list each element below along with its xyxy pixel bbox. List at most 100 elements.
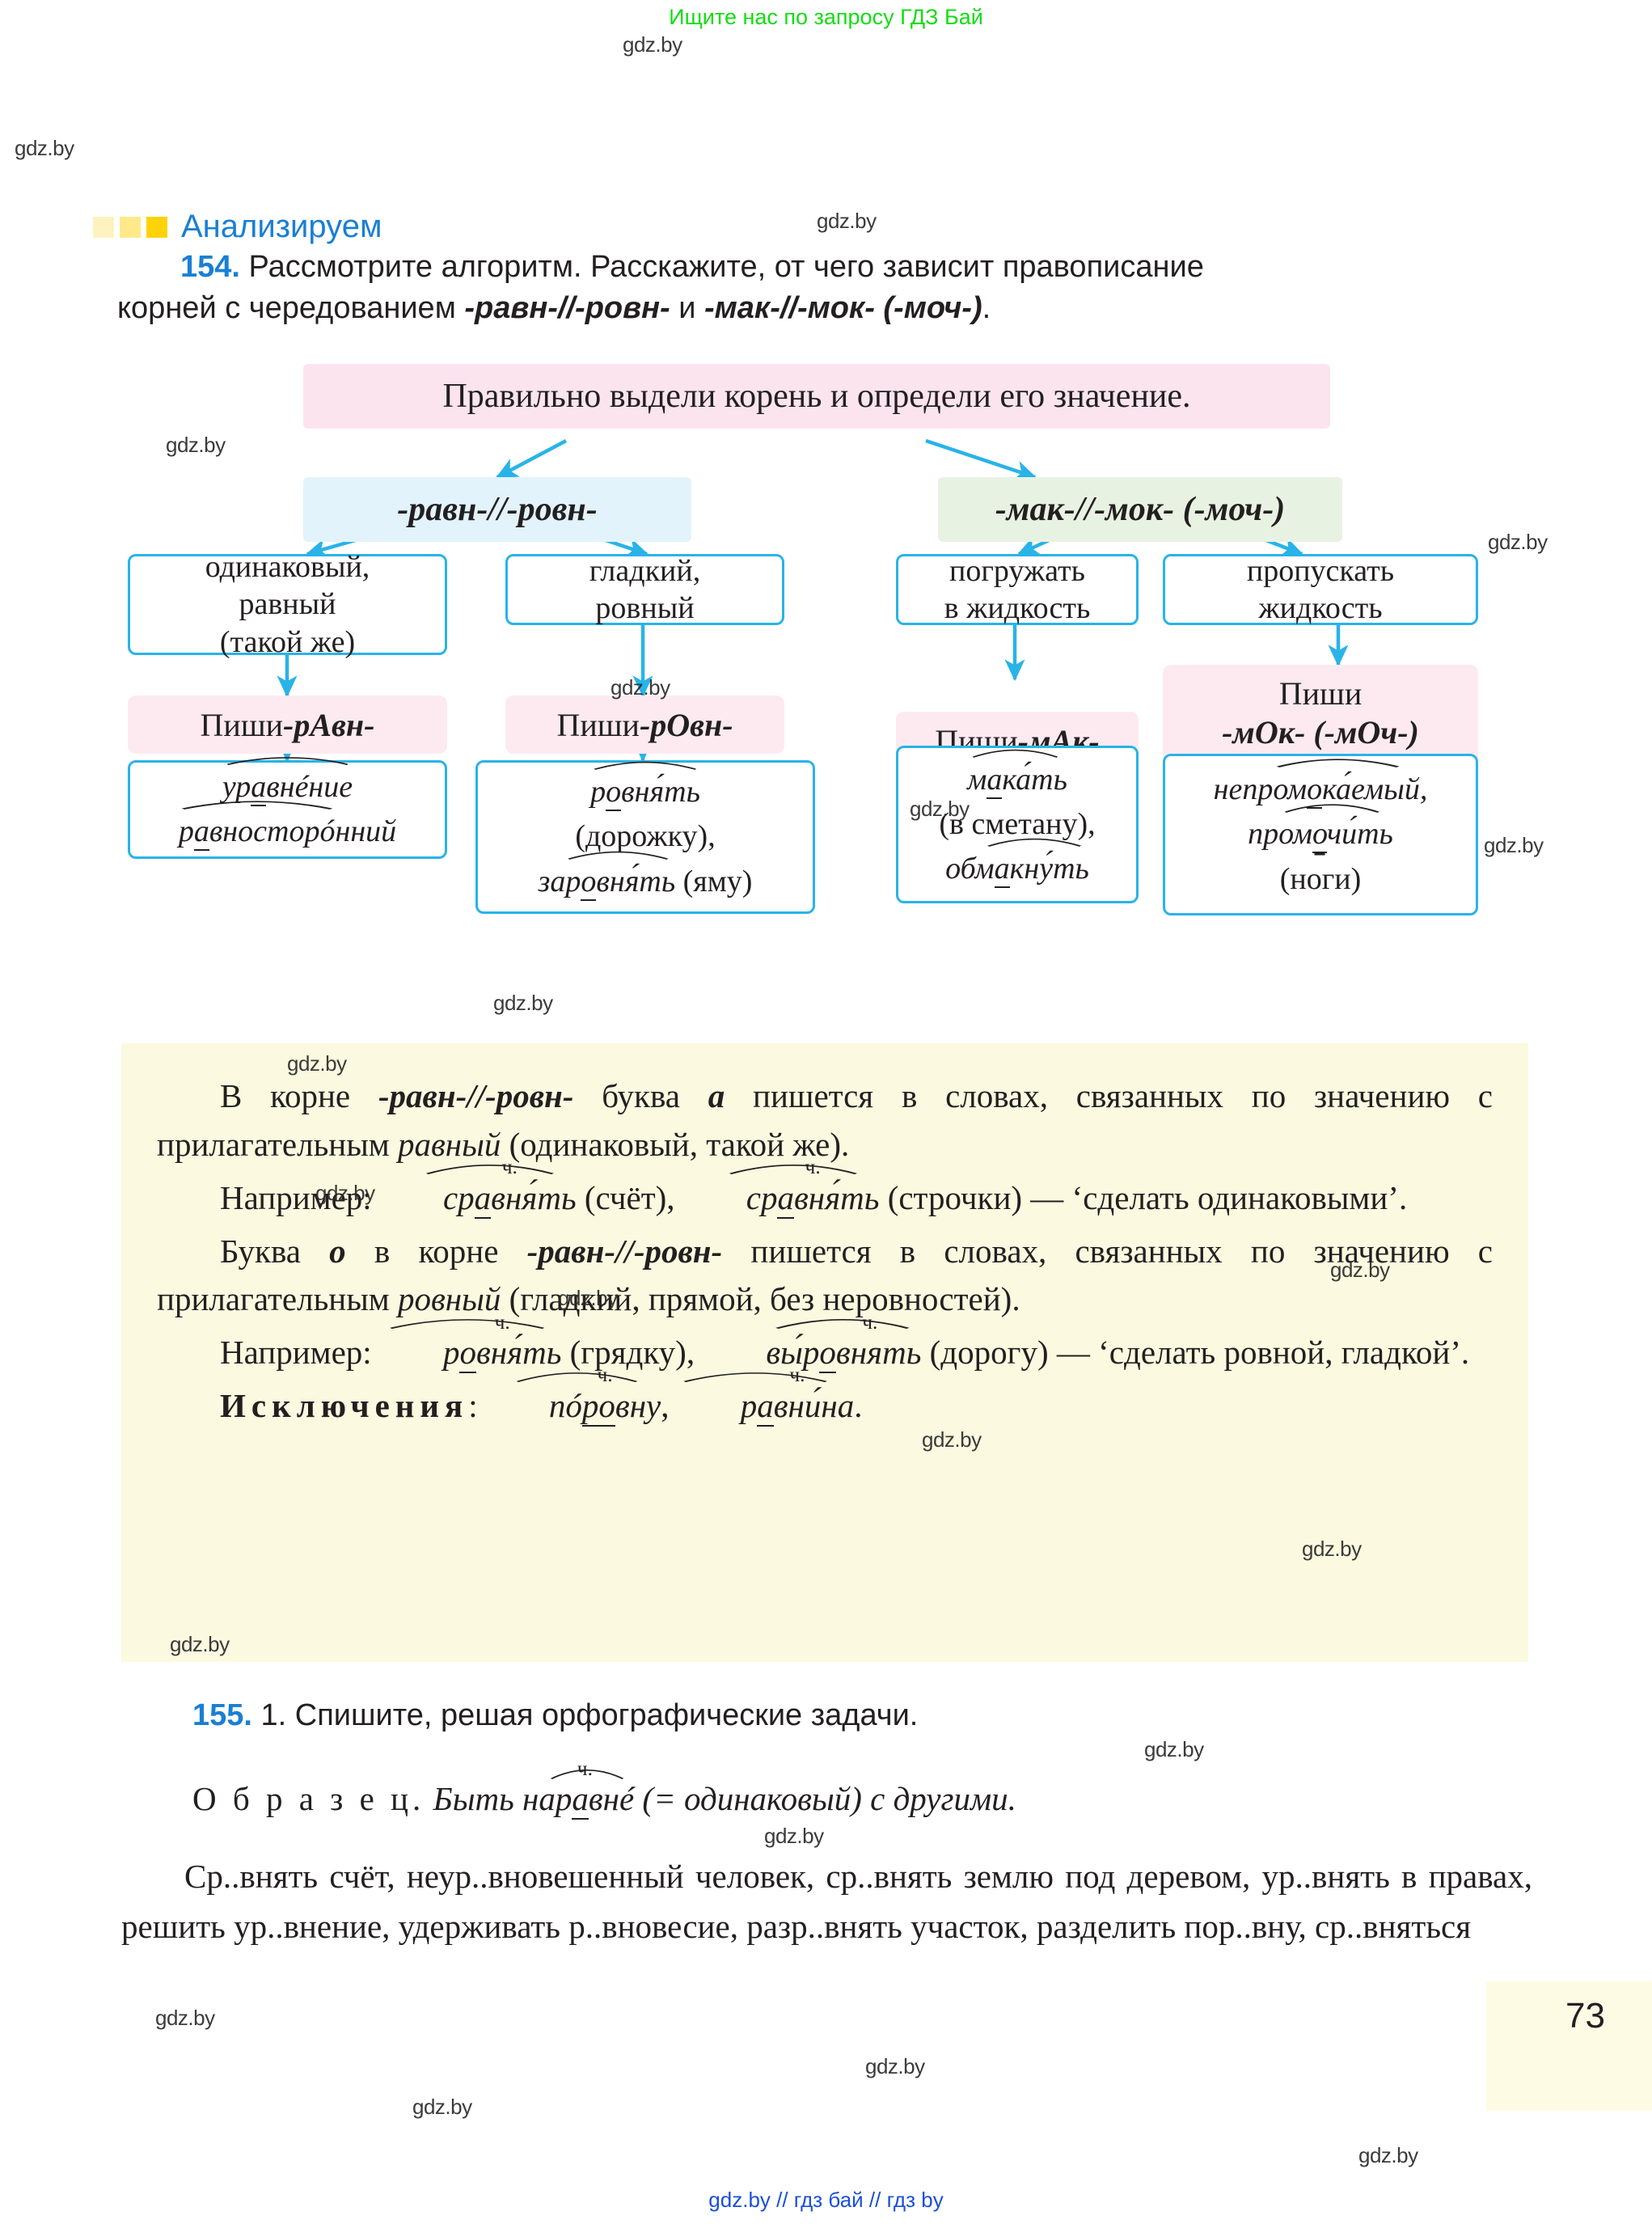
rule-p1-a: В корне [220, 1077, 378, 1114]
sample-label: О б р а з е ц. [192, 1780, 425, 1817]
root-arc-icon [945, 834, 1089, 847]
exercise-154-conj: и [670, 290, 705, 325]
example-gloss-dorozhku: (дорожку), [575, 819, 716, 854]
example-gloss-v-smetanu: (в сметану), [939, 806, 1096, 841]
meaning-2-line-1: гладкий, [589, 553, 701, 588]
meaning-2-line-2: ровный [595, 591, 695, 625]
rule-p3-b: в корне [345, 1232, 527, 1270]
flowchart-branch-mak: -мак-//-мок- (-моч-) [938, 477, 1342, 542]
flowchart-examples-2: ровня́ть (дорожку), заровня́ть (яму) [475, 760, 815, 914]
section-heading-analyze: Анализируем [93, 209, 382, 245]
root-arc-icon [1248, 800, 1393, 813]
watermark-tag: gdz.by [1358, 2143, 1418, 2167]
meaning-3-line-2: в жидкость [944, 591, 1091, 625]
write-1-prefix: Пиши [200, 706, 284, 743]
exercise-155-heading: 155. 1. Спишите, решая орфографические з… [192, 1698, 1535, 1733]
example-word-makat: мака́ть [967, 749, 1067, 802]
example-word-obmaknut: обмакну́ть [945, 838, 1089, 891]
rule-p3-letter: о [329, 1232, 346, 1270]
example-word-text: уравнéние [222, 769, 353, 806]
rule-p1-letter: а [708, 1077, 725, 1114]
example-word-nepromokaemyy: непромока́емый, [1214, 759, 1427, 812]
sample-word-text: наравнé [522, 1780, 634, 1820]
watermark-tag: gdz.by [764, 1824, 824, 1848]
rule-p3-c: пишется в словах, связанных по значению … [157, 1232, 1493, 1318]
square-icon-1 [93, 216, 114, 238]
example-word-text: непромока́емый, [1214, 772, 1427, 810]
meaning-3-line-1: погружать [949, 553, 1085, 588]
exceptions-colon: : [468, 1387, 486, 1425]
exercise-154-root-2: -мак-//-мок- (-моч-) [704, 290, 982, 325]
watermark-tag: gdz.by [15, 136, 74, 160]
exception-word-text: пóровну [549, 1387, 661, 1427]
exercise-154-root-1: -равн-//-ровн- [464, 290, 670, 325]
watermark-tag: gdz.by [865, 2054, 925, 2078]
root-arc-icon [967, 745, 1067, 758]
rule-p4-mid1: (грядку), [561, 1334, 703, 1372]
exercise-155-body: Ср..внять счёт, неур..вновешенный челове… [121, 1852, 1532, 1951]
exercise-154-number: 154. [180, 250, 240, 284]
root-arc-icon [703, 1315, 921, 1330]
root-arc-icon [486, 1368, 661, 1382]
rule-p1-root: -равн-//-ровн- [378, 1077, 574, 1114]
rule-p1-c: пишется в словах, связанных по значению … [157, 1077, 1493, 1163]
root-arc-icon [179, 797, 396, 810]
rule-word-sravnyat-1: ч.сравня́ть [380, 1156, 577, 1223]
meaning-1-line-2: равный [239, 587, 336, 622]
exception-word-porovnu: ч.пóровну [486, 1364, 661, 1431]
watermark-tag: gdz.by [817, 209, 877, 233]
example-word-text: ровня́ть [590, 775, 700, 812]
meaning-1-line-3: (такой же) [219, 624, 356, 659]
root-arc-icon [522, 1765, 634, 1779]
rule-box: В корне -равн-//-ровн- буква а пишется в… [121, 1043, 1528, 1662]
exercise-154-text-line1: Рассмотрите алгоритм. Расскажите, от чег… [248, 250, 1204, 284]
bottom-watermark-banner: gdz.by // гдз бай // гдз by [708, 2188, 944, 2212]
flowchart-meaning-2: гладкий, ровный [505, 554, 784, 625]
top-watermark-banner: Ищите нас по запросу ГДЗ Бай [669, 5, 983, 29]
rule-p1-adj: равный [397, 1125, 501, 1163]
sample-text-post: (= одинаковый) с другими. [634, 1780, 1016, 1817]
rule-p2-mid1: (счёт), [576, 1178, 683, 1216]
ch-mark: ч. [577, 1757, 593, 1781]
rule-p3-adj: ровный [397, 1280, 501, 1318]
meaning-4-line-2: жидкость [1258, 591, 1383, 625]
root-arc-icon [380, 1161, 577, 1174]
exercise-155-number: 155. [192, 1698, 252, 1732]
rule-p4-mid2: (дорогу) — ‘сделать ровной, гладкой’. [921, 1334, 1470, 1372]
rule-word-vyrovnyat: ч.вы́ровнять [703, 1311, 921, 1377]
write-2-root: -рОвн- [639, 706, 733, 743]
example-word-text: промочи́ть [1248, 817, 1393, 854]
rule-p3-a: Буква [220, 1232, 330, 1270]
section-heading-label: Анализируем [181, 209, 382, 244]
exceptions-sep: , [661, 1387, 678, 1425]
rule-p3-root: -равн-//-ровн- [526, 1232, 723, 1270]
watermark-tag: gdz.by [623, 32, 682, 57]
sample-text-pre: Быть [433, 1780, 522, 1817]
example-word-promochit: промочи́ть [1248, 803, 1393, 856]
flowchart-meaning-4: пропускать жидкость [1163, 554, 1478, 625]
exercise-155-task-1: 1. Спишите, решая орфографические задачи… [260, 1698, 919, 1732]
flowchart-examples-4: непромока́емый, промочи́ть (ноги) [1163, 754, 1478, 915]
rule-word-text: сравня́ть [443, 1178, 577, 1219]
flowchart-meaning-3: погружать в жидкость [896, 554, 1139, 625]
ch-mark: ч. [789, 1364, 805, 1387]
exceptions-end: . [854, 1387, 863, 1425]
write-1-root: -рАвн- [283, 706, 375, 743]
exercise-155-sample: О б р а з е ц. Быть ч.наравнé (= одинако… [121, 1757, 1528, 1820]
exceptions-label: Исключения [220, 1387, 469, 1425]
example-word-text: обмакну́ть [945, 852, 1089, 889]
example-word-ravnostoronniy: равносторóнний [179, 801, 396, 854]
write-2-prefix: Пиши [556, 706, 640, 743]
exercise-154-intro: 154. Рассмотрите алгоритм. Расскажите, о… [117, 247, 1565, 328]
rule-word-text: сравня́ть [746, 1178, 879, 1219]
flowchart-write-2: Пиши -рОвн- [505, 696, 784, 754]
flowchart-meaning-1: одинаковый, равный (такой же) [128, 550, 447, 659]
example-gloss-nogi: (ноги) [1279, 861, 1362, 896]
root-arc-icon [539, 847, 676, 860]
watermark-tag: gdz.by [155, 2006, 215, 2030]
rule-word-sravnyat-2: ч.сравня́ть [683, 1156, 879, 1223]
rule-word-rovnyat: ч.ровня́ть [380, 1311, 561, 1377]
exercise-154-text-line2a: корней с чередованием [117, 290, 465, 325]
root-arc-icon [380, 1315, 561, 1330]
